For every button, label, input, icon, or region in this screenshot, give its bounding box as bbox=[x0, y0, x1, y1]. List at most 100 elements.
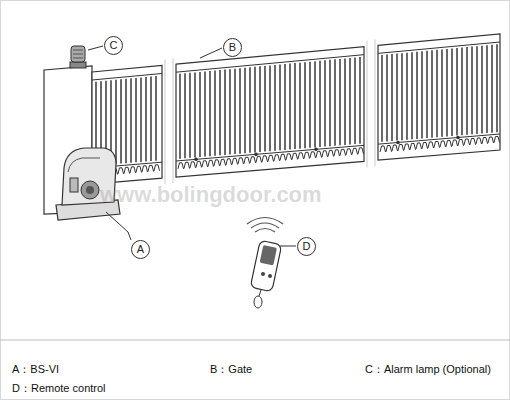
break-mark bbox=[367, 41, 368, 168]
gate-bar bbox=[264, 66, 266, 152]
remote-control bbox=[247, 218, 283, 309]
gate-bar bbox=[481, 46, 483, 134]
gate-bar bbox=[466, 47, 468, 135]
gate-bar bbox=[244, 68, 246, 154]
break-mark bbox=[173, 58, 174, 183]
gate-bar bbox=[304, 62, 306, 148]
gate-bar bbox=[421, 51, 423, 138]
gate-bar bbox=[219, 70, 221, 155]
callout-letter: D bbox=[303, 241, 311, 252]
gate-bar bbox=[324, 60, 326, 146]
rack-bolt bbox=[396, 141, 400, 145]
gate-bar bbox=[115, 80, 117, 164]
gate-bar bbox=[184, 73, 186, 158]
gate-bar bbox=[436, 50, 438, 137]
gate-bar bbox=[416, 52, 418, 139]
rack-bolt bbox=[456, 136, 460, 140]
gate-bar bbox=[284, 64, 286, 150]
gate-bar bbox=[456, 48, 458, 136]
gate-bar bbox=[269, 65, 271, 151]
gate-bar bbox=[406, 53, 408, 140]
gate-bar bbox=[386, 55, 388, 142]
gate-bar bbox=[446, 49, 448, 136]
gate-bar bbox=[354, 58, 356, 145]
gate-bar bbox=[461, 48, 463, 136]
rack-bolt bbox=[254, 153, 258, 157]
gate-bar bbox=[204, 71, 206, 156]
gate-bar bbox=[441, 49, 443, 136]
gate-bar bbox=[199, 72, 201, 157]
gate-bar bbox=[496, 44, 498, 132]
gate-bar bbox=[274, 65, 276, 151]
gate-bar bbox=[189, 73, 191, 158]
callout-circle: A bbox=[131, 240, 150, 259]
gate-bar bbox=[334, 59, 336, 145]
gate-bar bbox=[194, 72, 196, 157]
gate-bar bbox=[120, 79, 122, 163]
gate-bar bbox=[426, 51, 428, 138]
key-text: C：Alarm lamp (Optional) bbox=[365, 362, 491, 377]
gate-bar bbox=[150, 77, 152, 162]
gate-bar bbox=[401, 53, 403, 140]
gate-bar bbox=[155, 76, 157, 161]
gate-bar bbox=[299, 63, 301, 149]
gate-bar bbox=[451, 48, 453, 136]
gate-bar bbox=[214, 71, 216, 156]
gate-bar bbox=[391, 54, 393, 141]
gate-bar bbox=[359, 57, 361, 144]
gate-section bbox=[176, 47, 364, 177]
watermark: www.bolingdoor.com bbox=[100, 182, 322, 208]
gate-bar bbox=[476, 46, 478, 134]
callout-circle: C bbox=[104, 36, 123, 55]
gate-bar bbox=[471, 47, 473, 135]
gate-bar bbox=[279, 64, 281, 150]
separator bbox=[0, 340, 510, 341]
gate-bar bbox=[294, 63, 296, 149]
gate-bar bbox=[145, 77, 147, 162]
alarm-lamp bbox=[70, 46, 86, 68]
gate-bar bbox=[289, 64, 291, 150]
gate-bar bbox=[431, 50, 433, 137]
rack-bolt bbox=[314, 148, 318, 152]
gate-bar bbox=[224, 70, 226, 155]
gate-bar bbox=[486, 45, 488, 133]
gate-bar bbox=[349, 58, 351, 145]
gate-bar bbox=[309, 62, 311, 148]
key-text: B：Gate bbox=[210, 362, 252, 377]
gate-bar bbox=[381, 55, 383, 142]
gate-bar bbox=[179, 74, 181, 159]
gate-bar bbox=[234, 69, 236, 154]
gate-bar bbox=[314, 61, 316, 147]
gate-bar bbox=[396, 54, 398, 141]
callout-letter: B bbox=[229, 42, 236, 53]
gear-rack bbox=[178, 148, 364, 169]
gear-rack bbox=[380, 137, 500, 153]
callout-letter: A bbox=[137, 244, 144, 255]
gate-bar bbox=[130, 78, 132, 162]
gate-bar bbox=[319, 61, 321, 147]
gate-bar bbox=[329, 60, 331, 146]
callout-circle: B bbox=[223, 38, 242, 57]
gate-bar bbox=[339, 59, 341, 145]
gate-bar bbox=[229, 69, 231, 154]
gate-bar bbox=[249, 67, 251, 153]
break-mark bbox=[375, 39, 376, 166]
gate-bar bbox=[239, 68, 241, 153]
callout-letter: C bbox=[110, 40, 118, 51]
gate-bar bbox=[254, 67, 256, 153]
gate-bar bbox=[140, 77, 142, 161]
gate-panels bbox=[92, 34, 500, 184]
gate-bar bbox=[135, 78, 137, 162]
gate-bar bbox=[125, 79, 127, 163]
leader-lines bbox=[88, 46, 296, 246]
gate-bar bbox=[209, 71, 211, 156]
callout-circle: D bbox=[297, 237, 316, 256]
gate-bar bbox=[491, 45, 493, 133]
key-text: D：Remote control bbox=[12, 381, 106, 396]
gate-bar bbox=[411, 52, 413, 139]
gate-bar bbox=[259, 66, 261, 152]
gate-bar bbox=[344, 58, 346, 144]
gate-section bbox=[378, 34, 500, 160]
rack-bolt bbox=[194, 158, 198, 162]
